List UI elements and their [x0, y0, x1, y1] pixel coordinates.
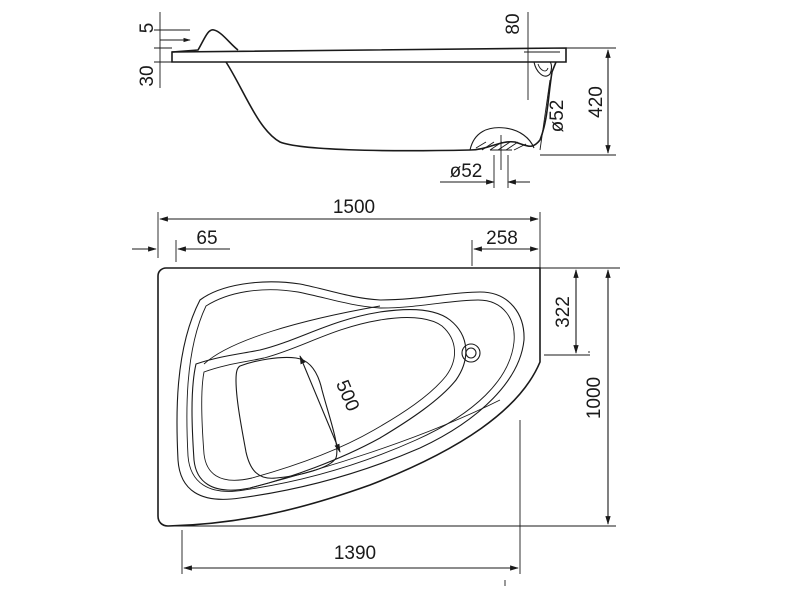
dim-overflow-diameter: ø52	[547, 100, 568, 133]
dim-drain-diameter: ø52	[450, 161, 483, 182]
plan-bowl-rim	[176, 281, 525, 500]
plan-outer-outline	[157, 267, 541, 527]
plan-backrest-pad	[235, 356, 338, 479]
plan-lounger	[191, 309, 467, 491]
dim-rim-top: 5	[137, 23, 158, 34]
dim-total-length: 1500	[333, 197, 375, 218]
dim-bottom-length: 1390	[334, 543, 376, 564]
dim-right-offset: 258	[486, 228, 518, 249]
plan-lounger-inner	[201, 317, 455, 481]
side-overflow-fitting-inner	[537, 63, 549, 72]
dim-overflow-offset: 80	[503, 13, 524, 34]
side-drain-bump	[469, 127, 535, 151]
side-tub-body	[225, 61, 557, 152]
plan-view: 1500 65 258 500 322	[132, 197, 620, 586]
dim-corner-depth: 322	[553, 296, 574, 328]
side-backrest-bump	[171, 29, 239, 53]
plan-bowl-rim-inner	[186, 289, 515, 492]
side-overflow-fitting	[533, 61, 553, 77]
side-drain-cross	[490, 135, 512, 170]
plan-drain-outer	[461, 343, 481, 363]
side-rim	[171, 47, 567, 63]
dim-depth: 420	[586, 86, 607, 118]
dim-total-width: 1000	[584, 377, 605, 419]
dim-rim-height: 30	[137, 65, 158, 86]
dim-inner-width: 500	[331, 377, 363, 414]
side-drain-hatch	[475, 141, 527, 151]
plan-drain-inner	[465, 347, 477, 359]
dim-left-offset: 65	[196, 228, 217, 249]
side-view: 5 30 80 420 ø52 ø52	[137, 12, 616, 188]
